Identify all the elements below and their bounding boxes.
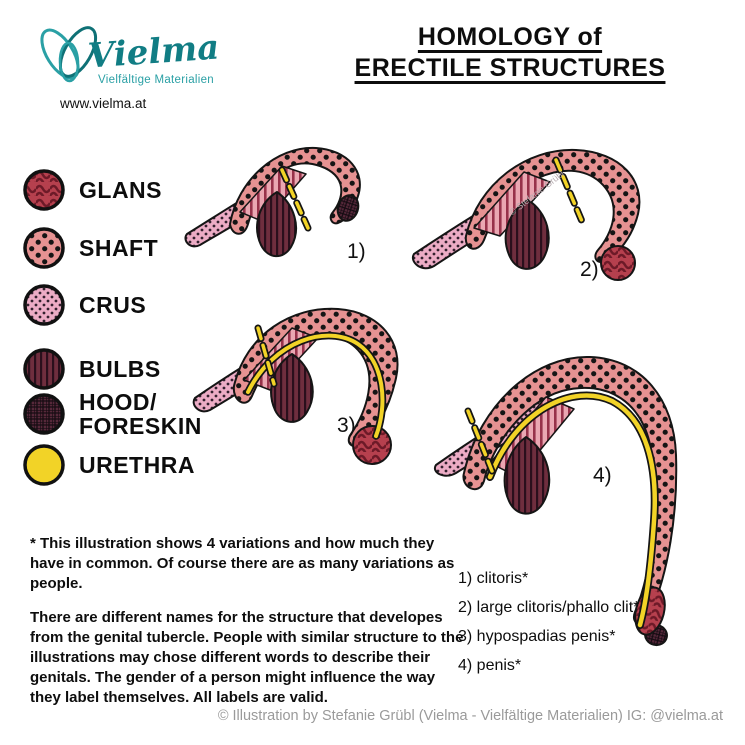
urethra-swatch-icon xyxy=(23,444,65,486)
notes-block: * This illustration shows 4 variations a… xyxy=(30,534,468,722)
legend-label-glans: GLANS xyxy=(79,176,162,203)
fig3-glans-shape xyxy=(352,425,392,465)
fig2-glans-shape xyxy=(600,245,636,281)
glans-swatch-icon xyxy=(23,169,65,211)
bulbs-swatch-icon xyxy=(23,348,65,390)
fig3-cut-line xyxy=(254,324,278,388)
variant-label-2: 2) large clitoris/phallo clit* xyxy=(458,599,640,616)
hood-swatch-icon xyxy=(23,393,65,435)
note-paragraph-1: * This illustration shows 4 variations a… xyxy=(30,535,455,592)
figure-2-number: 2) xyxy=(580,258,599,281)
legend-label-crus: CRUS xyxy=(79,291,147,318)
fig2-corpora-stripes xyxy=(473,171,551,237)
shaft-swatch-icon xyxy=(23,227,65,269)
fig2-shaft-shape xyxy=(464,148,641,263)
legend-label-shaft: SHAFT xyxy=(79,234,159,261)
brand-tagline: Vielfältige Materialien xyxy=(98,74,214,86)
fig2-cut-line xyxy=(552,156,588,230)
fig2-bulb-shape xyxy=(504,199,550,270)
fig1-hood-tip xyxy=(336,194,360,222)
figure-3-illustration xyxy=(192,307,399,465)
legend-item-bulbs: BULBS xyxy=(22,347,161,391)
legend-label-hood: HOOD/ FORESKIN xyxy=(79,389,202,440)
fig3-urethra-line xyxy=(244,332,387,440)
fig4-urethra-line xyxy=(486,391,659,629)
brand-name: Vielma xyxy=(86,27,221,77)
figure-2-illustration: © Stefanie Grübl xyxy=(411,148,641,281)
vielma-logo-icon xyxy=(40,26,98,83)
fig1-bulb-shape xyxy=(256,191,298,258)
note-paragraph-2: There are different names for the struct… xyxy=(30,609,464,706)
fig1-cut-line xyxy=(278,166,312,232)
legend-item-crus: CRUS xyxy=(22,283,146,327)
title-line-1: HOMOLOGY of xyxy=(417,23,603,51)
figure-3-number: 3) xyxy=(337,414,356,437)
variant-label-4: 4) penis* xyxy=(458,657,522,674)
legend-label-bulbs: BULBS xyxy=(79,355,161,382)
title-line-2: ERECTILE STRUCTURES xyxy=(354,54,666,83)
variant-label-3: 3) hypospadias penis* xyxy=(458,628,616,645)
legend-item-glans: GLANS xyxy=(22,168,162,212)
brand-url[interactable]: www.vielma.at xyxy=(60,96,147,111)
variant-labels-list: 1) clitoris* 2) large clitoris/phallo cl… xyxy=(458,564,639,680)
legend-item-urethra: URETHRA xyxy=(22,443,195,487)
fig4-bulb-shape xyxy=(503,436,551,515)
legend-item-hood: HOOD/ FORESKIN xyxy=(22,390,202,438)
brand-block: Vielma Vielfältige Materialien www.vielm… xyxy=(26,8,236,118)
figure-1-illustration xyxy=(184,146,361,258)
variant-label-1: 1) clitoris* xyxy=(458,570,529,587)
legend-item-shaft: SHAFT xyxy=(22,226,158,270)
legend-label-urethra: URETHRA xyxy=(79,451,195,478)
page-title: HOMOLOGY of ERECTILE STRUCTURES xyxy=(330,22,690,85)
figure-4-illustration xyxy=(433,355,678,647)
credit-line: © Illustration by Stefanie Grübl (Vielma… xyxy=(217,708,723,724)
crus-swatch-icon xyxy=(23,284,65,326)
fig4-cut-line xyxy=(464,407,496,475)
figure-1-number: 1) xyxy=(347,240,366,263)
figure-4-number: 4) xyxy=(593,464,612,487)
